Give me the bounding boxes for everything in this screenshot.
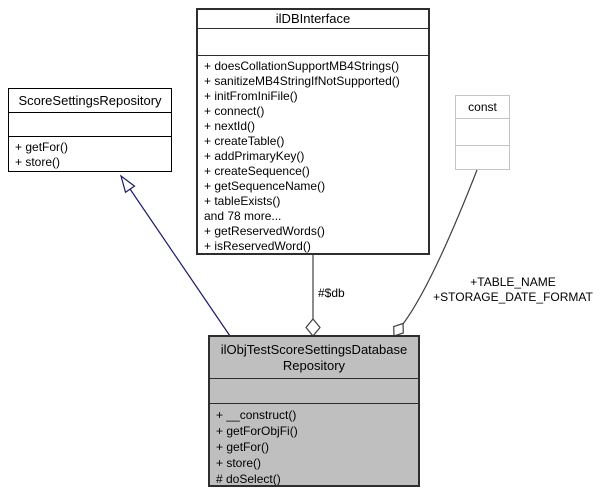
class-name: const — [456, 96, 509, 119]
db-aggregation-diamond-icon — [305, 318, 321, 337]
method-item: + sanitizeMB4StringIfNotSupported() — [204, 74, 400, 88]
methods-compartment: + getFor()+ store() — [9, 137, 171, 171]
method-item: + store() — [216, 456, 262, 470]
attributes-compartment — [9, 113, 171, 137]
method-item: # doSelect() — [216, 472, 281, 485]
method-item: + isReservedWord() — [204, 239, 311, 253]
method-item: + doesCollationSupportMB4Strings() — [204, 59, 400, 73]
method-item: + nextId() — [204, 119, 256, 133]
methods-compartment: + doesCollationSupportMB4Strings()+ sani… — [198, 56, 428, 253]
method-item: + store() — [15, 155, 61, 169]
class-name: ilDBInterface — [198, 10, 428, 29]
method-item: + createTable() — [204, 134, 285, 148]
method-item: + getFor() — [216, 440, 270, 454]
methods-compartment — [456, 146, 509, 169]
attributes-compartment — [210, 379, 418, 404]
db-edge-label: #$db — [318, 286, 345, 300]
methods-compartment: + __construct() + getForObjFi() + getFor()… — [210, 404, 418, 485]
class-box-scoresettingsrepository[interactable]: ScoreSettingsRepository + getFor()+ stor… — [8, 88, 172, 172]
method-item: + getSequenceName() — [204, 179, 326, 193]
attributes-compartment — [198, 29, 428, 56]
method-item: + addPrimaryKey() — [204, 149, 305, 163]
attributes-compartment — [456, 119, 509, 146]
method-item: + createSequence() — [204, 164, 310, 178]
method-item: + tableExists() — [204, 194, 281, 208]
method-item: + getFor() — [15, 140, 69, 154]
const-edge-label: +TABLE_NAME +STORAGE_DATE_FORMAT — [433, 275, 593, 304]
class-box-ildbinterface[interactable]: ilDBInterface + doesCollationSupportMB4S… — [196, 8, 430, 255]
method-item: + getReservedWords() — [204, 224, 325, 238]
method-item: + initFromIniFile() — [204, 89, 298, 103]
class-name: ilObjTestScoreSettingsDatabase Repositor… — [210, 337, 418, 379]
method-item: + connect() — [204, 104, 265, 118]
method-item: + __construct() — [216, 408, 297, 422]
class-box-const: const — [455, 95, 510, 170]
class-box-ilobjtestscoresettingsdatabaserepository: ilObjTestScoreSettingsDatabase Repositor… — [208, 335, 420, 487]
method-item: and 78 more... — [204, 209, 282, 223]
inheritance-triangle-icon — [119, 174, 136, 194]
method-item: + getForObjFi() — [216, 424, 298, 438]
class-name: ScoreSettingsRepository — [9, 89, 171, 113]
